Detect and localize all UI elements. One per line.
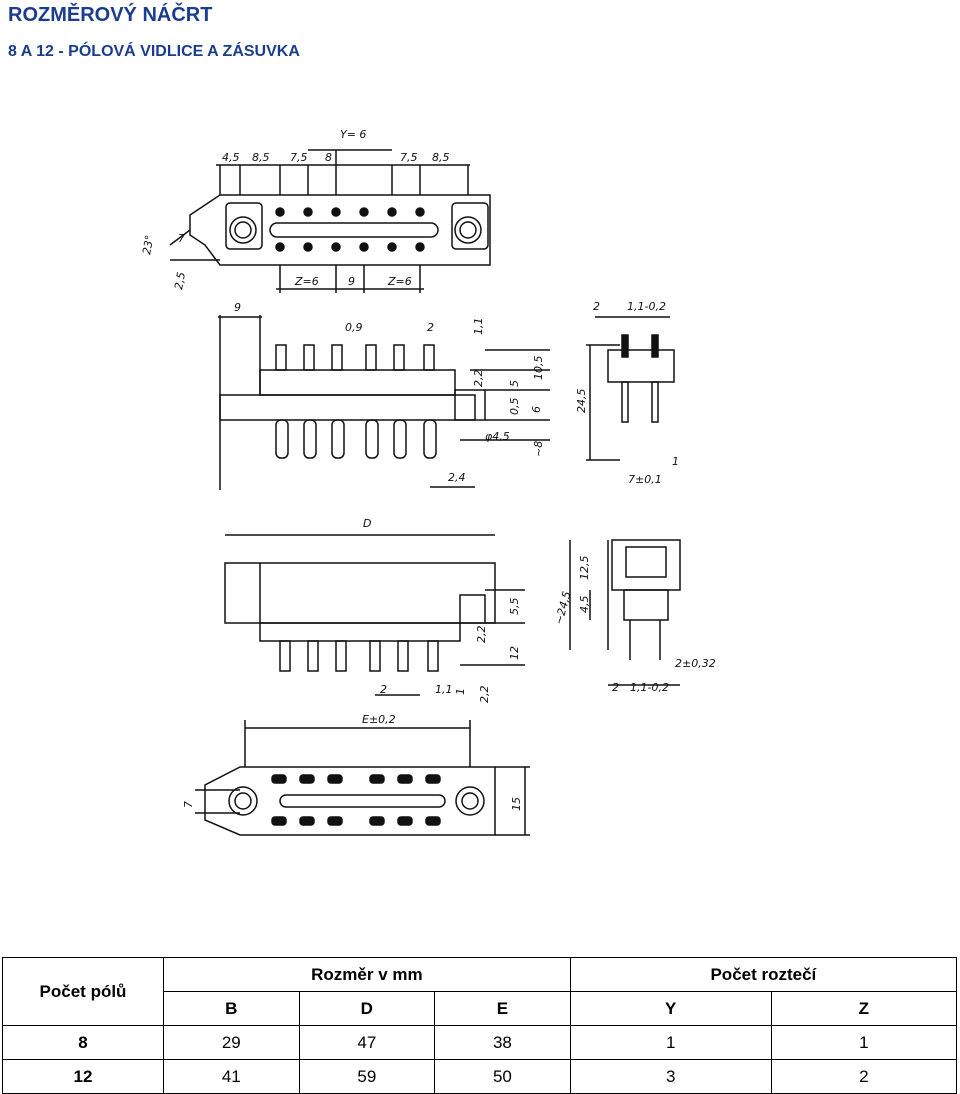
- svg-text:Z=6: Z=6: [294, 275, 319, 288]
- svg-text:8: 8: [325, 151, 332, 164]
- svg-text:7,5: 7,5: [290, 151, 308, 164]
- svg-text:2: 2: [427, 321, 434, 334]
- col-e: E: [434, 991, 571, 1026]
- svg-text:0,5: 0,5: [508, 398, 521, 416]
- cell-y: 3: [569, 1059, 772, 1094]
- svg-text:2: 2: [380, 683, 387, 696]
- cell-z: 1: [770, 1025, 958, 1060]
- svg-text:1,1-0,2: 1,1-0,2: [627, 300, 666, 313]
- svg-text:E±0,2: E±0,2: [362, 713, 396, 726]
- col-y: Y: [569, 991, 772, 1026]
- cell-e: 50: [434, 1059, 571, 1094]
- svg-text:8,5: 8,5: [432, 151, 450, 164]
- svg-text:12: 12: [508, 646, 521, 660]
- svg-text:2±0,32: 2±0,32: [675, 657, 716, 670]
- svg-text:24,5: 24,5: [575, 389, 588, 414]
- svg-text:15: 15: [510, 797, 523, 811]
- svg-text:5: 5: [508, 380, 521, 387]
- cell-y: 1: [569, 1025, 772, 1060]
- svg-text:2: 2: [612, 681, 619, 694]
- top-view: Y= 6 4,5 8,5 7,5 8 7,5 8,5 23° 7 2,5 Z=6…: [140, 128, 491, 293]
- svg-text:23°: 23°: [140, 234, 156, 255]
- svg-text:1: 1: [454, 688, 467, 695]
- col-z: Z: [770, 991, 958, 1026]
- document-subtitle: 8 A 12 - PÓLOVÁ VIDLICE A ZÁSUVKA: [8, 43, 300, 60]
- cell-poles: 8: [2, 1025, 164, 1060]
- svg-text:10,5: 10,5: [532, 356, 545, 381]
- svg-text:4,5: 4,5: [222, 151, 240, 164]
- document-title: ROZMĚROVÝ NÁČRT: [8, 4, 213, 26]
- svg-text:φ4,5: φ4,5: [485, 430, 510, 443]
- cell-z: 2: [770, 1059, 958, 1094]
- socket-top-view: E±0,2 7 15: [182, 713, 530, 836]
- cell-d: 59: [298, 1059, 436, 1094]
- col-b: B: [163, 991, 300, 1026]
- svg-text:1,1: 1,1: [435, 683, 453, 696]
- cell-b: 41: [163, 1059, 300, 1094]
- header-pitch: Počet roztečí: [569, 957, 958, 992]
- svg-text:2,5: 2,5: [172, 271, 188, 290]
- cell-b: 29: [163, 1025, 300, 1060]
- header-dims: Rozměr v mm: [163, 957, 571, 992]
- svg-text:D: D: [363, 517, 371, 530]
- dimension-drawing: Y= 6 4,5 8,5 7,5 8 7,5 8,5 23° 7 2,5 Z=6…: [130, 95, 740, 875]
- svg-text:5,5: 5,5: [508, 598, 521, 616]
- svg-text:~8: ~8: [532, 441, 545, 457]
- dimension-table: Počet pólů Rozměr v mm Počet roztečí B D…: [2, 957, 958, 1094]
- svg-text:2: 2: [593, 300, 600, 313]
- cell-d: 47: [298, 1025, 436, 1060]
- svg-text:Z=6: Z=6: [387, 275, 412, 288]
- svg-text:12,5: 12,5: [578, 556, 591, 581]
- svg-text:7±0,1: 7±0,1: [628, 473, 662, 486]
- svg-text:1,1: 1,1: [472, 318, 485, 336]
- svg-text:4,5: 4,5: [578, 596, 591, 614]
- svg-text:1,1-0,2: 1,1-0,2: [630, 681, 669, 694]
- svg-text:6: 6: [530, 406, 543, 413]
- svg-text:7: 7: [178, 232, 185, 245]
- cell-poles: 12: [2, 1059, 164, 1094]
- svg-text:8,5: 8,5: [252, 151, 270, 164]
- socket-side-view: ~24,5 4,5 12,5 2±0,32 2 1,1-0,2: [552, 539, 716, 694]
- table-row: 8 29 47 38 1 1: [2, 1025, 958, 1060]
- svg-text:1: 1: [672, 455, 679, 468]
- svg-text:9: 9: [234, 301, 241, 314]
- header-poles: Počet pólů: [2, 957, 164, 1026]
- svg-text:0,9: 0,9: [345, 321, 363, 334]
- svg-text:2,2: 2,2: [472, 370, 485, 388]
- table-row: 12 41 59 50 3 2: [2, 1059, 958, 1094]
- col-d: D: [298, 991, 436, 1026]
- svg-text:7: 7: [182, 801, 195, 808]
- svg-text:2,4: 2,4: [448, 471, 466, 484]
- svg-text:9: 9: [348, 275, 355, 288]
- front-view: 9 0,9 2 1,1 2,2 5 0,5 6 10,5 φ4,5 ~8 2,4: [218, 301, 550, 490]
- svg-text:7,5: 7,5: [400, 151, 418, 164]
- socket-front-view: D 5,5 2,2 12 2,2 2 1,1 1: [224, 517, 525, 704]
- cell-e: 38: [434, 1025, 571, 1060]
- label-y: Y= 6: [340, 128, 366, 141]
- svg-text:2,2: 2,2: [478, 686, 491, 704]
- side-view-plug: 2 1,1-0,2 24,5 7±0,1 1: [575, 300, 679, 486]
- svg-text:2,2: 2,2: [475, 626, 488, 644]
